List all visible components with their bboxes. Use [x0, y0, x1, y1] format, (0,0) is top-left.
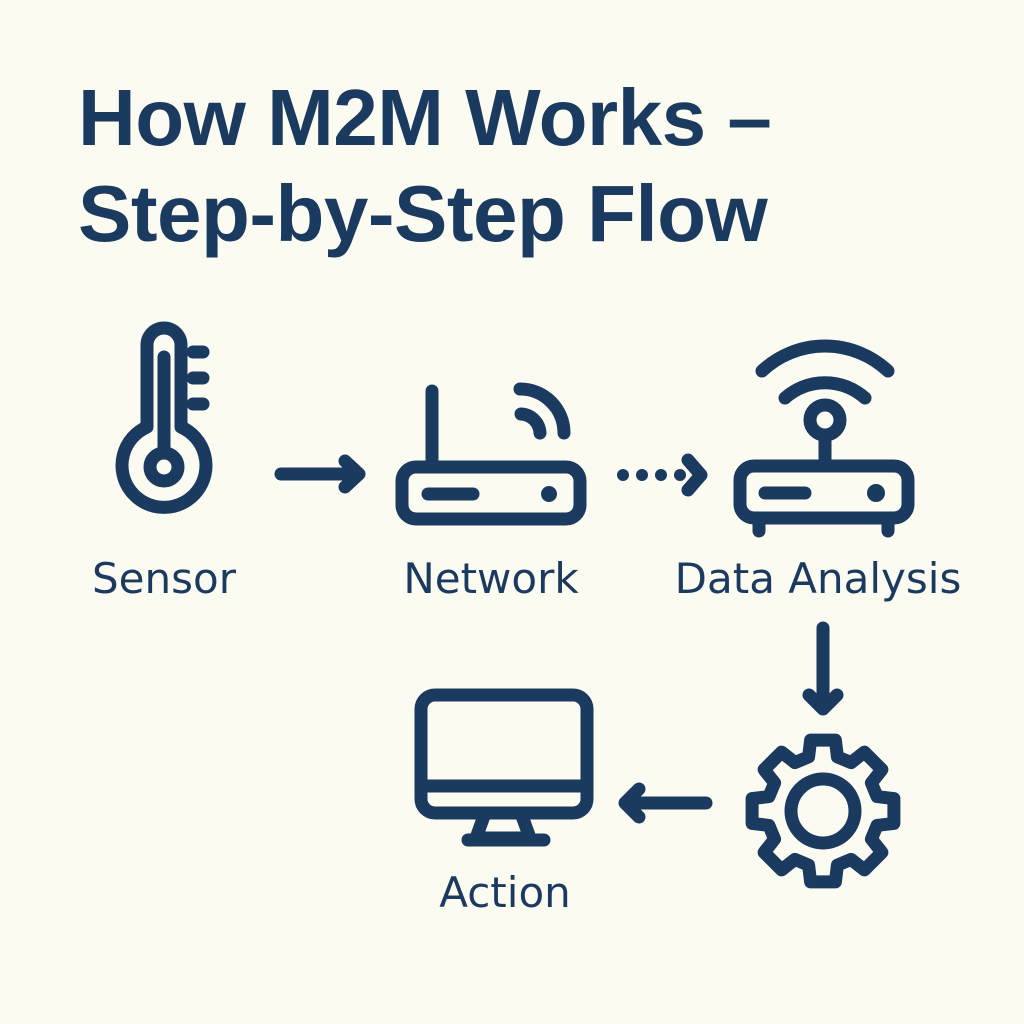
step-label-sensor: Sensor [92, 554, 236, 603]
arrow-sensor-to-network [274, 454, 366, 494]
title-line-1: How M2M Works – [78, 73, 772, 162]
wireless-gateway-icon [733, 339, 915, 538]
router-icon [395, 382, 587, 526]
arrow-gear-to-action [618, 782, 713, 824]
step-label-action: Action [439, 868, 571, 917]
title-line-2: Step-by-Step Flow [78, 169, 768, 258]
arrow-data-analysis-to-gear [802, 621, 844, 716]
gear-icon [745, 733, 901, 889]
step-label-network: Network [403, 554, 579, 603]
step-label-data-analysis: Data Analysis [674, 554, 962, 603]
thermometer-icon [115, 321, 213, 514]
arrow-network-to-data-analysis [617, 453, 708, 497]
page-title: How M2M Works – Step-by-Step Flow [78, 70, 772, 262]
monitor-icon [414, 688, 594, 847]
